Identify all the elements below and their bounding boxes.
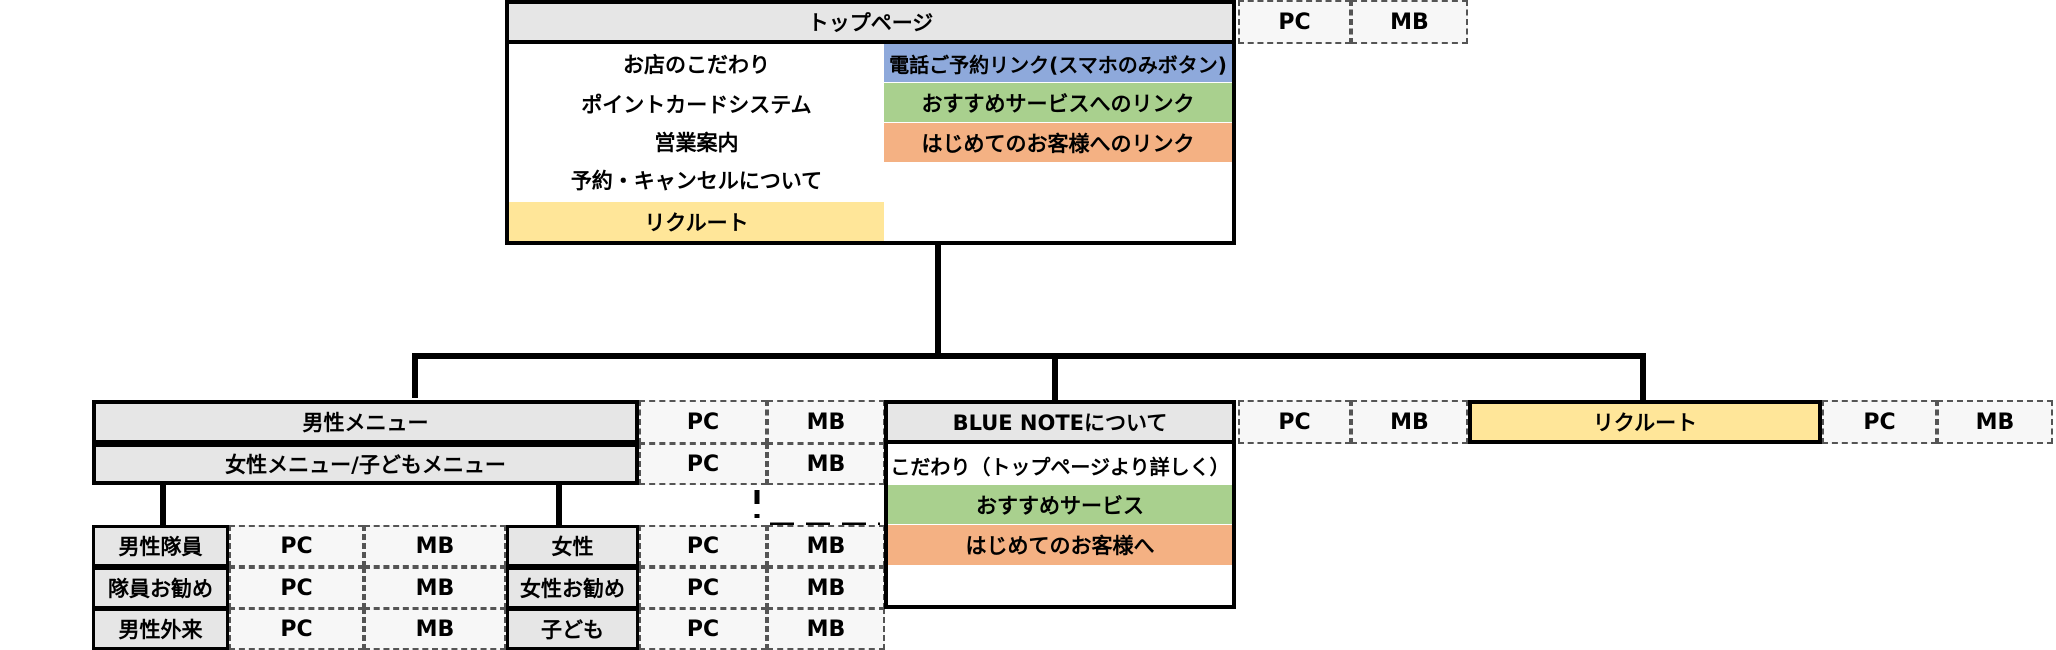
recruit-title: リクルート (1468, 400, 1822, 444)
men-page-recommend-pc: PC (229, 567, 364, 609)
women-page-kids: 子ども (506, 608, 639, 650)
women-mb-label: MB (767, 443, 885, 485)
top-mb-label: MB (1351, 0, 1468, 44)
recruit-pc-label: PC (1822, 400, 1937, 444)
women-page-recommend-pc: PC (639, 567, 767, 609)
top-item-pointcard: ポイントカードシステム (581, 93, 812, 117)
women-page-recommend: 女性お勧め (506, 567, 639, 609)
bluenote-mb-label: MB (1351, 400, 1468, 444)
bluenote-pc-label: PC (1238, 400, 1351, 444)
women-page-women-pc: PC (639, 525, 767, 567)
connector-bluenote-drop (1052, 353, 1058, 401)
bluenote-title: BLUE NOTEについて (884, 400, 1236, 444)
women-page-kids-pc: PC (639, 608, 767, 650)
top-page-title: トップページ (505, 0, 1236, 44)
women-page-kids-mb: MB (767, 608, 885, 650)
men-page-recommend-mb: MB (364, 567, 506, 609)
men-pc-label: PC (639, 400, 767, 444)
top-link-first: はじめてのお客様へのリンク (884, 123, 1232, 162)
women-page-recommend-mb: MB (767, 567, 885, 609)
men-page-male-member-pc: PC (229, 525, 364, 567)
connector-men-drop (412, 353, 418, 398)
men-page-male-member: 男性隊員 (92, 525, 229, 567)
top-item-reservation: 予約・キャンセルについて (570, 169, 823, 193)
bluenote-item-kodawari: こだわり（トップページより詳しく） (890, 454, 1230, 479)
women-page-women: 女性 (506, 525, 639, 567)
men-menu-title: 男性メニュー (92, 400, 639, 444)
recruit-mb-label: MB (1937, 400, 2053, 444)
connector-recruit-drop (1640, 353, 1646, 401)
men-page-recommend: 隊員お勧め (92, 567, 229, 609)
connector-women-pages (556, 480, 562, 525)
top-item-recruit: リクルート (509, 202, 884, 241)
top-item-hours: 営業案内 (654, 131, 739, 155)
men-page-male-member-mb: MB (364, 525, 506, 567)
men-mb-label: MB (767, 400, 885, 444)
men-page-outpatient-mb: MB (364, 608, 506, 650)
connector-horizontal (412, 353, 1646, 359)
top-pc-label: PC (1238, 0, 1351, 44)
top-link-recommend: おすすめサービスへのリンク (884, 83, 1232, 122)
men-page-outpatient: 男性外来 (92, 608, 229, 650)
connector-men-pages (160, 480, 166, 525)
bluenote-item-recommend: おすすめサービス (888, 485, 1232, 524)
women-kids-menu-title: 女性メニュー/子どもメニュー (92, 443, 639, 485)
top-link-phone: 電話ご予約リンク(スマホのみボタン) (884, 44, 1232, 82)
connector-top-vertical (935, 242, 941, 356)
women-pc-label: PC (639, 443, 767, 485)
men-page-outpatient-pc: PC (229, 608, 364, 650)
top-item-kodawari: お店のこだわり (623, 53, 770, 77)
women-page-women-mb: MB (767, 525, 885, 567)
bluenote-item-first: はじめてのお客様へ (888, 525, 1232, 565)
